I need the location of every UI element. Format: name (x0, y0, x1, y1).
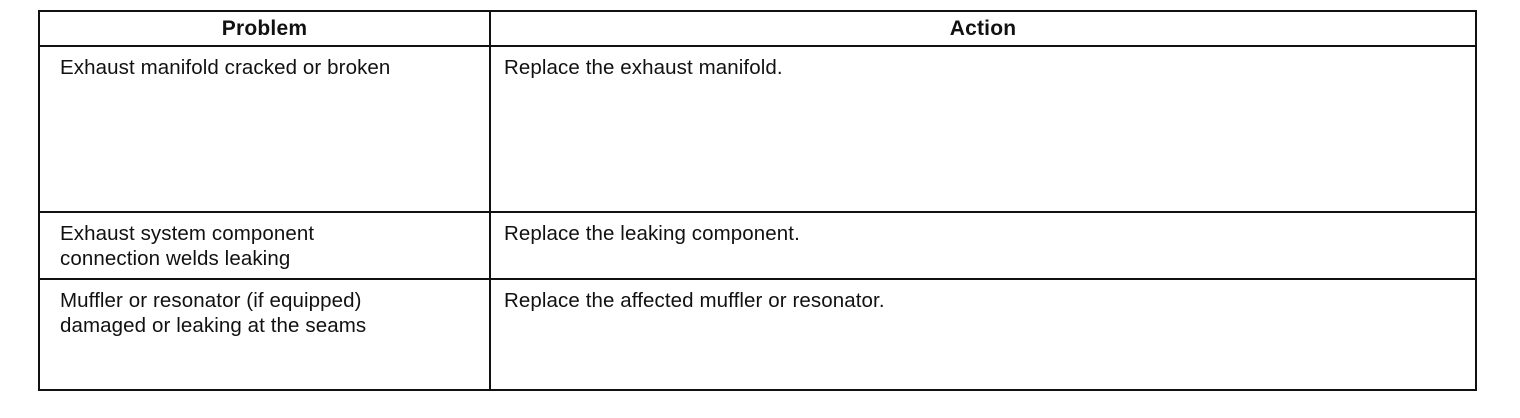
action-cell: Replace the leaking component. (489, 211, 1477, 280)
header-action: Action (489, 10, 1477, 47)
table-header-row: Problem Action (38, 10, 1477, 47)
table-row: Exhaust system component connection weld… (38, 211, 1477, 280)
action-cell: Replace the affected muffler or resonato… (489, 278, 1477, 391)
problem-text-line-2: connection welds leaking (60, 247, 291, 270)
action-text: Replace the leaking component. (504, 222, 800, 245)
action-cell: Replace the exhaust manifold. (489, 45, 1477, 213)
table-row: Muffler or resonator (if equipped) damag… (38, 278, 1477, 391)
problem-text: Exhaust manifold cracked or broken (60, 56, 391, 79)
problem-cell: Exhaust system component connection weld… (38, 211, 491, 280)
problem-text-line-1: Muffler or resonator (if equipped) (60, 289, 362, 312)
problem-text-line-2: damaged or leaking at the seams (60, 314, 367, 337)
problem-cell: Exhaust manifold cracked or broken (38, 45, 491, 213)
problem-action-table: Problem Action Exhaust manifold cracked … (38, 10, 1477, 391)
problem-text-line-1: Exhaust system component (60, 222, 315, 245)
table-row: Exhaust manifold cracked or broken Repla… (38, 45, 1477, 213)
problem-cell: Muffler or resonator (if equipped) damag… (38, 278, 491, 391)
header-problem: Problem (38, 10, 491, 47)
action-text: Replace the exhaust manifold. (504, 56, 783, 79)
action-text: Replace the affected muffler or resonato… (504, 289, 885, 312)
